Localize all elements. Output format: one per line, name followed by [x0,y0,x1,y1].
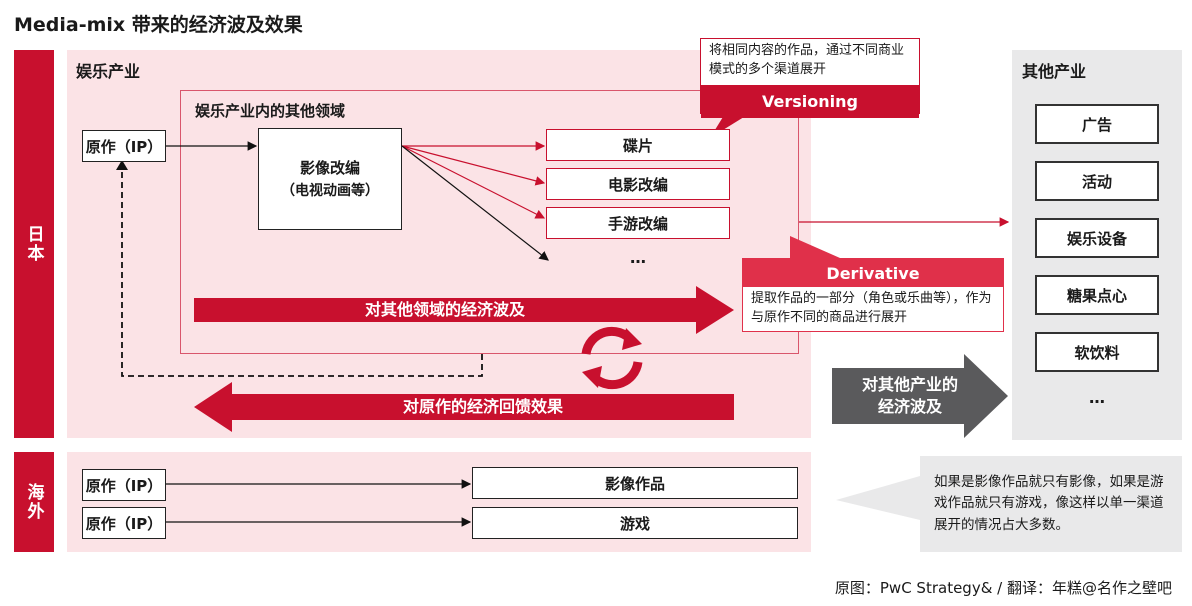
feedback-red-arrow [194,382,734,432]
derivative-header: Derivative [743,259,1003,287]
industry-confectionery-box: 糖果点心 [1035,275,1159,315]
industry-amusement-box: 娱乐设备 [1035,218,1159,258]
original-ip-box: 原作（IP） [82,130,166,162]
industry-more: … [1089,388,1105,407]
overseas-game-label: 游戏 [619,514,650,533]
cycle-icon [581,326,643,390]
overseas-game-box: 游戏 [472,507,798,539]
fan-arrow-movie [401,145,546,186]
overseas-ip-label-1: 原作（IP） [85,476,163,495]
entertainment-panel [67,50,811,438]
feedback-dashed-arrowhead [116,160,128,170]
industry-confectionery-label: 糖果点心 [1066,286,1127,305]
overseas-ip-box-1: 原作（IP） [82,469,166,501]
japan-band: 日本 [14,50,54,438]
overseas-band: 海外 [14,452,54,552]
industry-softdrinks-label: 软饮料 [1074,343,1120,362]
industry-events-box: 活动 [1035,161,1159,201]
versioning-callout: 将相同内容的作品，通过不同商业模式的多个渠道展开 Versioning [700,38,920,118]
overseas-ip-box-2: 原作（IP） [82,507,166,539]
source-credit: 原图：PwC Strategy& / 翻译：年糕@名作之壁吧 [834,579,1172,597]
spill-red-arrow [194,286,734,334]
spill-arrow-label: 对其他领域的经济波及 [364,300,525,320]
entertainment-section-label: 娱乐产业 [76,62,141,81]
overseas-ip-label-2: 原作（IP） [85,514,163,533]
other-industries-arrow-line2: 经济波及 [877,397,942,416]
industry-ads-box: 广告 [1035,104,1159,144]
fan-arrow-game [401,145,546,219]
derivative-pointer [790,236,840,262]
video-adaptation-box: 影像改编 （电视动画等） [258,128,402,230]
video-adaptation-subtitle: （电视动画等） [281,182,379,199]
page-title: Media-mix 带来的经济波及效果 [14,14,303,36]
other-industries-gray-arrow [832,354,1008,438]
overseas-video-work-box: 影像作品 [472,467,798,499]
overseas-note-pointer [836,476,920,520]
overseas-video-work-label: 影像作品 [604,474,665,493]
fan-arrow-more [401,145,549,261]
versioning-header: Versioning [701,85,919,118]
inner-domain-label: 娱乐产业内的其他领域 [195,102,346,120]
video-adaptation-title: 影像改编 [299,158,360,177]
japan-label: 日本 [23,225,44,263]
output-disc-label: 碟片 [622,136,653,155]
output-game-box: 手游改编 [546,207,730,239]
versioning-description: 将相同内容的作品，通过不同商业模式的多个渠道展开 [701,39,919,85]
overseas-note-text: 如果是影像作品就只有影像，如果是游戏作品就只有游戏，像这样以单一渠道展开的情况占… [934,473,1164,533]
overseas-label: 海外 [23,483,44,521]
other-industries-arrow-label: 对其他产业的 经济波及 [840,368,980,424]
industry-events-label: 活动 [1081,172,1112,191]
feedback-dashed-line [121,166,483,377]
overseas-note: 如果是影像作品就只有影像，如果是游戏作品就只有游戏，像这样以单一渠道展开的情况占… [920,456,1182,552]
output-disc-box: 碟片 [546,129,730,161]
other-industries-label: 其他产业 [1022,62,1087,81]
output-more: … [630,248,646,267]
derivative-callout: Derivative 提取作品的一部分（角色或乐曲等），作为与原作不同的商品进行… [742,258,1004,332]
original-ip-label: 原作（IP） [85,137,163,156]
industry-ads-label: 广告 [1081,115,1112,134]
feedback-arrow-label: 对原作的经济回馈效果 [402,397,563,417]
inner-domain-frame [180,90,799,354]
industry-amusement-label: 娱乐设备 [1066,229,1127,248]
industry-softdrinks-box: 软饮料 [1035,332,1159,372]
output-game-label: 手游改编 [607,214,668,233]
derivative-description: 提取作品的一部分（角色或乐曲等），作为与原作不同的商品进行展开 [743,287,1003,331]
other-industries-arrow-line1: 对其他产业的 [861,375,958,395]
output-movie-label: 电影改编 [607,175,668,194]
output-movie-box: 电影改编 [546,168,730,200]
